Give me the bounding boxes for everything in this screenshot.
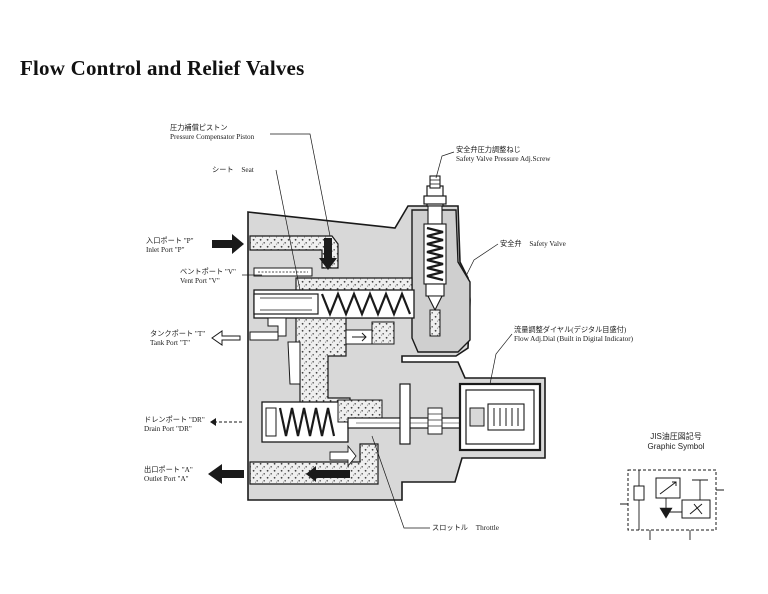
label-jp: 入口ポート "P" <box>146 237 194 245</box>
label-en: Throttle <box>475 524 499 532</box>
label-pressure-compensator-piston: 圧力補償ピストン Pressure Compensator Piston <box>170 124 254 141</box>
label-jp: スロットル <box>432 524 468 532</box>
label-jp: タンクポート "T" <box>150 330 206 338</box>
compensator-piston <box>253 293 319 315</box>
inlet-passage <box>249 235 339 269</box>
compensator-spring <box>320 291 412 317</box>
label-seat: シート Seat <box>212 166 254 175</box>
flow-adj-dial <box>458 382 542 452</box>
label-en: Outlet Port "A" <box>144 474 189 483</box>
tank-passage <box>249 331 279 341</box>
tank-arrow <box>211 330 241 346</box>
label-en: Pressure Compensator Piston <box>170 132 255 141</box>
label-tank-port: タンクポート "T" Tank Port "T" <box>150 330 205 347</box>
label-en: Vent Port "V" <box>180 276 220 285</box>
label-en: Seat <box>241 166 254 174</box>
label-en: Safety Valve Pressure Adj.Screw <box>456 154 551 163</box>
page-title: Flow Control and Relief Valves <box>20 56 305 80</box>
label-jp: 圧力補償ピストン <box>170 124 228 132</box>
inlet-arrow <box>212 234 244 254</box>
label-en: Safety Valve <box>529 240 566 248</box>
label-en: Flow Adj.Dial (Built in Digital Indicato… <box>514 334 633 343</box>
label-en: Drain Port "DR" <box>144 424 192 433</box>
label-outlet-port: 出口ポート "A" Outlet Port "A" <box>144 466 193 483</box>
graphic-symbol-diagram <box>620 469 724 540</box>
safety-valve-screw <box>423 175 447 225</box>
outlet-arrow <box>208 464 244 484</box>
label-jp: ドレンポート "DR" <box>144 416 205 424</box>
label-flow-adj-dial: 流量調整ダイヤル(デジタル目盛付) Flow Adj.Dial (Built i… <box>514 326 633 343</box>
safety-valve-spring <box>423 223 447 337</box>
label-jp: 出口ポート "A" <box>144 466 193 474</box>
label-en: Tank Port "T" <box>150 338 191 347</box>
label-jp: シート <box>212 166 234 174</box>
label-jp: 安全弁 <box>500 240 522 248</box>
label-jp: 流量調整ダイヤル(デジタル目盛付) <box>514 326 627 334</box>
graphic-symbol-jp: JIS油圧図記号 <box>650 432 702 441</box>
label-jp: ベントポート "V" <box>180 268 236 276</box>
label-jp: 安全弁圧力調整ねじ <box>456 146 521 154</box>
graphic-symbol-en: Graphic Symbol <box>647 442 705 451</box>
label-throttle: スロットル Throttle <box>432 524 499 533</box>
label-inlet-port: 入口ポート "P" Inlet Port "P" <box>146 237 194 254</box>
label-vent-port: ベントポート "V" Vent Port "V" <box>180 268 236 285</box>
label-safety-valve-screw: 安全弁圧力調整ねじ Safety Valve Pressure Adj.Scre… <box>456 146 550 163</box>
flow-arrow-left <box>306 466 350 482</box>
label-drain-port: ドレンポート "DR" Drain Port "DR" <box>144 416 205 433</box>
graphic-symbol-caption: JIS油圧図記号 Graphic Symbol <box>636 432 716 452</box>
label-en: Inlet Port "P" <box>146 245 185 254</box>
flow-arrow-down <box>319 238 337 270</box>
drain-spring <box>278 407 336 437</box>
leader-lines <box>270 133 513 529</box>
label-safety-valve: 安全弁 Safety Valve <box>500 240 566 249</box>
